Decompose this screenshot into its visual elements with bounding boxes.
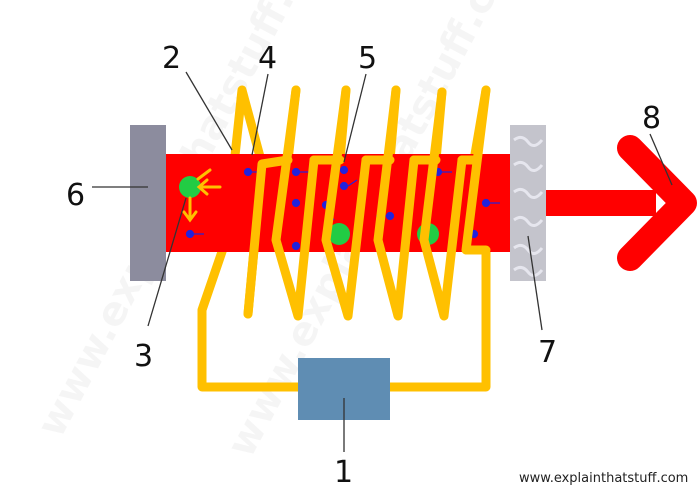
photon bbox=[339, 165, 349, 175]
power-wires bbox=[197, 238, 491, 392]
label-6: 6 bbox=[66, 178, 85, 213]
leader-8 bbox=[649, 133, 673, 186]
full-mirror bbox=[130, 125, 166, 281]
coil-front-6 bbox=[373, 85, 419, 321]
coil-front-4 bbox=[321, 85, 371, 321]
photon bbox=[291, 198, 301, 208]
atom bbox=[328, 223, 350, 245]
number-labels: 1 2 3 4 5 6 7 8 bbox=[66, 41, 661, 490]
leader-5 bbox=[343, 73, 367, 163]
label-5: 5 bbox=[358, 41, 377, 76]
label-2: 2 bbox=[162, 41, 181, 76]
wire-left bbox=[197, 238, 300, 392]
site-credit: www.explainthatstuff.com bbox=[519, 471, 688, 486]
partial-mirror bbox=[510, 125, 546, 281]
coil-front-10 bbox=[461, 85, 491, 255]
label-4: 4 bbox=[258, 41, 277, 76]
coil-front-1 bbox=[243, 155, 293, 319]
emission-arrows bbox=[182, 168, 222, 223]
label-7: 7 bbox=[538, 335, 557, 370]
label-8: 8 bbox=[642, 101, 661, 136]
leader-2 bbox=[185, 71, 233, 151]
coil-front-2 bbox=[271, 85, 319, 321]
laser-beam bbox=[546, 135, 697, 271]
photon bbox=[291, 241, 301, 251]
leader-lines bbox=[92, 71, 673, 452]
photon bbox=[481, 198, 491, 208]
leader-3 bbox=[147, 197, 187, 327]
label-1: 1 bbox=[334, 455, 353, 490]
label-3: 3 bbox=[134, 339, 153, 374]
coil-front-8 bbox=[419, 87, 467, 321]
excited-atom bbox=[179, 176, 201, 198]
photon bbox=[291, 167, 301, 177]
photon bbox=[243, 167, 253, 177]
leader-4 bbox=[251, 73, 269, 156]
photon bbox=[385, 211, 395, 221]
photon bbox=[339, 181, 349, 191]
leader-7 bbox=[527, 235, 543, 331]
photon bbox=[185, 229, 195, 239]
wire-right bbox=[390, 250, 491, 392]
coil-front bbox=[243, 85, 491, 321]
